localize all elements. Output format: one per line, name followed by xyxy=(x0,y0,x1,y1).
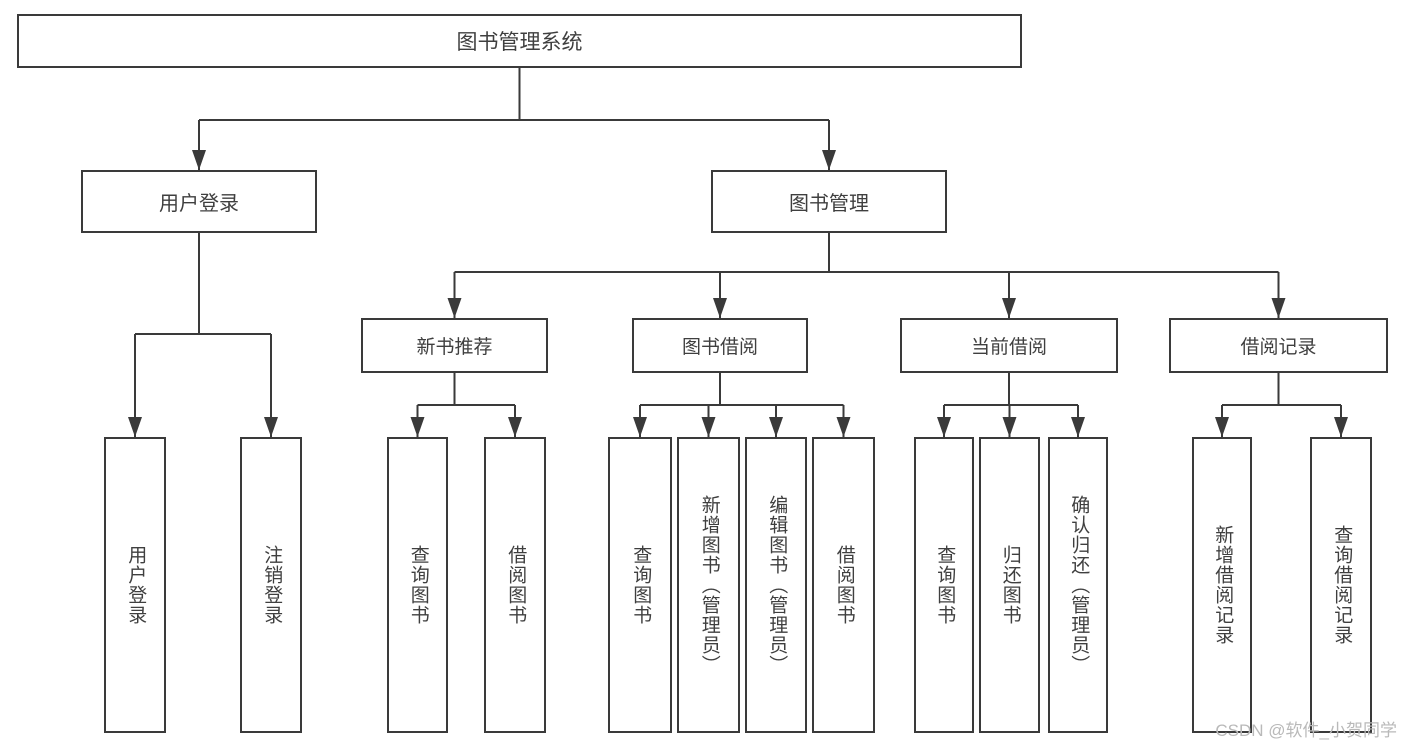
node-root[interactable]: 图书管理系统 xyxy=(17,14,1022,68)
node-borrow-record[interactable]: 借阅记录 xyxy=(1169,318,1388,373)
node-return-book[interactable]: 归还图书 xyxy=(979,437,1040,733)
node-user-login[interactable]: 用户登录 xyxy=(104,437,166,733)
node-label: 新增图书（管理员） xyxy=(698,495,720,675)
node-label: 编辑图书（管理员） xyxy=(766,495,788,675)
node-user-login[interactable]: 用户登录 xyxy=(81,170,317,233)
node-label: 借阅图书 xyxy=(833,545,855,625)
node-book-borrow[interactable]: 图书借阅 xyxy=(632,318,808,373)
node-query-book[interactable]: 查询图书 xyxy=(608,437,672,733)
node-edit-book[interactable]: 编辑图书（管理员） xyxy=(745,437,807,733)
node-add-book[interactable]: 新增图书（管理员） xyxy=(677,437,740,733)
node-label: 新增借阅记录 xyxy=(1212,525,1234,645)
node-root-label: 图书管理系统 xyxy=(456,31,583,54)
node-current-borrow-label: 当前借阅 xyxy=(970,337,1047,358)
node-label: 借阅图书 xyxy=(505,545,527,625)
node-add-record[interactable]: 新增借阅记录 xyxy=(1192,437,1252,733)
node-borrow-record-label: 借阅记录 xyxy=(1240,337,1317,358)
node-current-borrow[interactable]: 当前借阅 xyxy=(900,318,1118,373)
node-confirm-return[interactable]: 确认归还（管理员） xyxy=(1048,437,1108,733)
node-user-login-label: 用户登录 xyxy=(159,193,239,215)
node-borrow-book[interactable]: 借阅图书 xyxy=(812,437,875,733)
node-query-record[interactable]: 查询借阅记录 xyxy=(1310,437,1372,733)
node-book-borrow-label: 图书借阅 xyxy=(681,337,758,358)
node-borrow-book-rec[interactable]: 借阅图书 xyxy=(484,437,546,733)
node-logout[interactable]: 注销登录 xyxy=(240,437,302,733)
node-query-book-cur[interactable]: 查询图书 xyxy=(914,437,974,733)
node-book-management[interactable]: 图书管理 xyxy=(711,170,947,233)
watermark-text: CSDN @软件_小贺同学 xyxy=(1215,721,1397,740)
node-label: 查询图书 xyxy=(934,545,956,625)
node-label: 查询图书 xyxy=(407,545,429,625)
node-new-book-recommend[interactable]: 新书推荐 xyxy=(361,318,548,373)
node-label: 注销登录 xyxy=(261,545,283,625)
node-new-book-recommend-label: 新书推荐 xyxy=(416,337,493,358)
node-label: 归还图书 xyxy=(999,545,1021,625)
node-label: 用户登录 xyxy=(125,545,147,625)
node-label: 查询借阅记录 xyxy=(1331,525,1353,645)
node-label: 查询图书 xyxy=(630,545,652,625)
node-query-book-rec[interactable]: 查询图书 xyxy=(387,437,448,733)
node-label: 确认归还（管理员） xyxy=(1068,495,1090,675)
node-book-management-label: 图书管理 xyxy=(789,193,869,215)
